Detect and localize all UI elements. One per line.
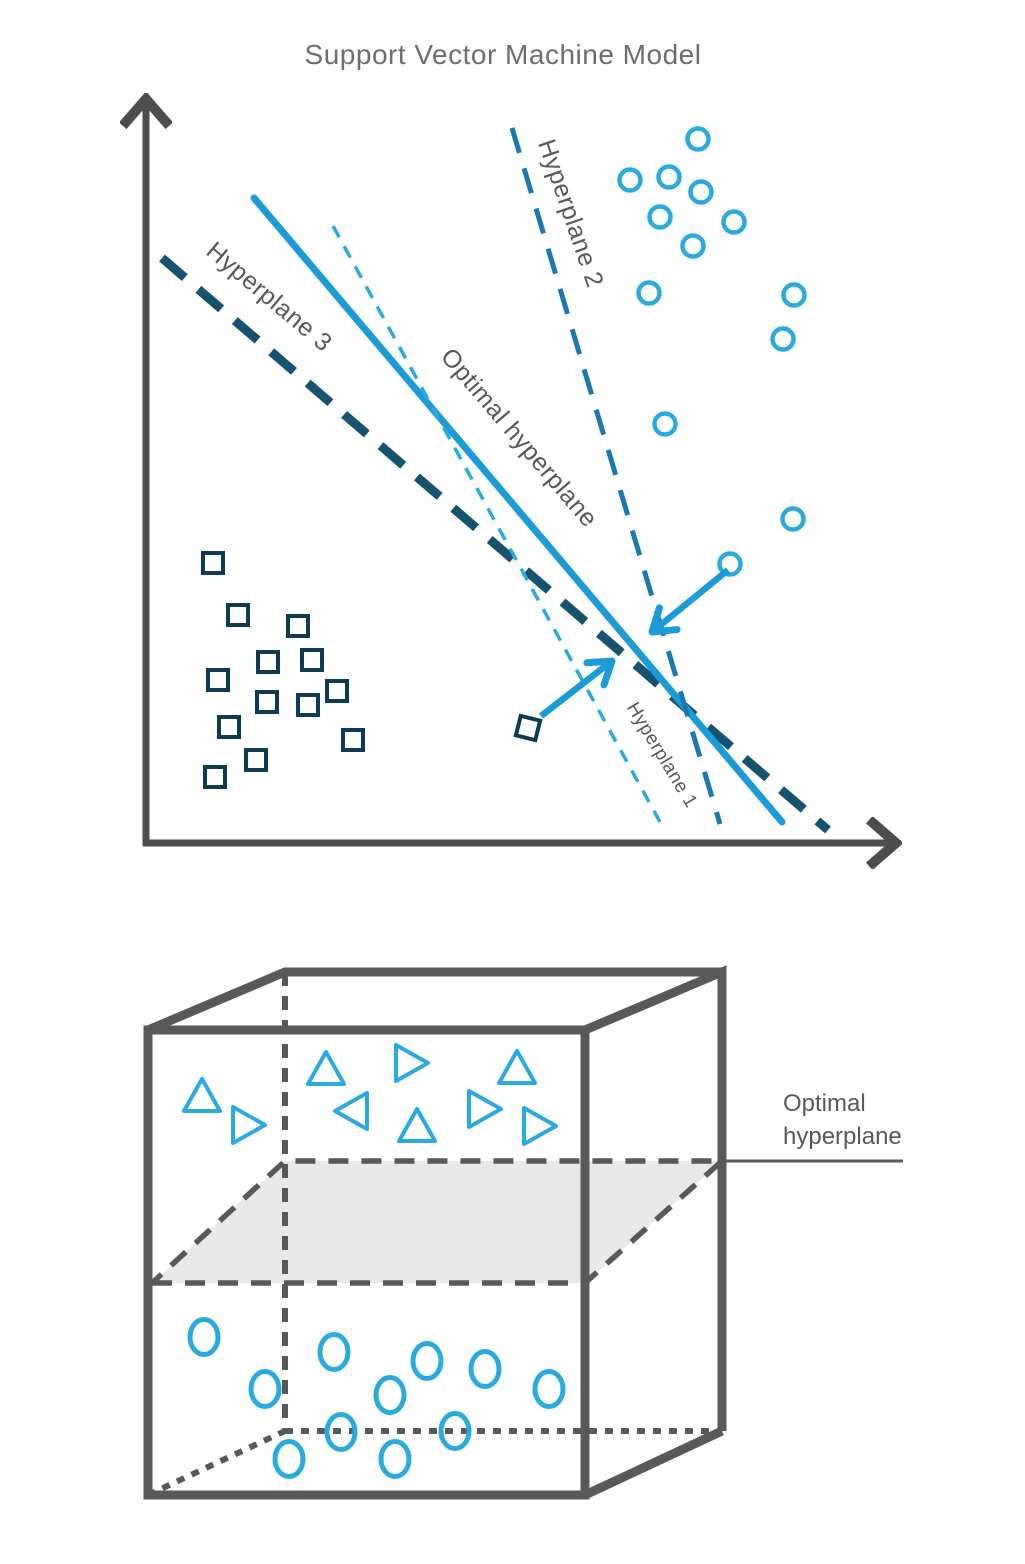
feature-space-cube bbox=[143, 965, 903, 1500]
class-a-point bbox=[617, 167, 643, 193]
class-b-point bbox=[201, 551, 225, 575]
class-b-point bbox=[206, 668, 230, 692]
circle-point-3d bbox=[373, 1375, 407, 1415]
class-b-point bbox=[341, 728, 365, 752]
circle-point-3d bbox=[378, 1439, 412, 1479]
cube-front-face bbox=[143, 1025, 590, 1500]
triangle-point-up bbox=[497, 1049, 537, 1085]
class-b-point bbox=[226, 603, 250, 627]
optimal-hyperplane-3d bbox=[144, 1158, 730, 1286]
circle-point-3d bbox=[410, 1341, 444, 1381]
class-a-point bbox=[780, 506, 806, 532]
hyperplane-1-line bbox=[331, 225, 662, 823]
class-a-point bbox=[685, 126, 711, 152]
class-b-point bbox=[255, 690, 279, 714]
class-a-point bbox=[636, 280, 662, 306]
circle-point-3d bbox=[438, 1411, 472, 1451]
hyperplane-2-label: Hyperplane 2 bbox=[532, 136, 609, 291]
triangle-point-right bbox=[522, 1106, 558, 1146]
circle-point-3d bbox=[324, 1412, 358, 1452]
class-a-point bbox=[656, 164, 682, 190]
class-a-point bbox=[688, 179, 714, 205]
class-a-point bbox=[781, 282, 807, 308]
axes bbox=[143, 99, 896, 846]
class-b-point bbox=[217, 715, 241, 739]
hyperplane-3-line bbox=[159, 254, 831, 834]
triangle-point-left bbox=[333, 1091, 369, 1131]
optimal-hyperplane-line bbox=[250, 194, 786, 826]
support-vector-arrows bbox=[539, 567, 731, 719]
class-a-point bbox=[647, 204, 673, 230]
circle-point-3d bbox=[248, 1369, 282, 1409]
data-points-3d bbox=[182, 1043, 566, 1479]
circle-point-3d bbox=[272, 1439, 306, 1479]
triangle-point-right bbox=[394, 1043, 430, 1083]
class-b-point bbox=[296, 693, 320, 717]
class-a-point bbox=[680, 233, 706, 259]
circle-point-3d bbox=[468, 1349, 502, 1389]
data-points-2d bbox=[201, 126, 807, 789]
class-b-point bbox=[325, 679, 349, 703]
diagram-title: Support Vector Machine Model bbox=[305, 39, 702, 70]
class-a-point bbox=[721, 209, 747, 235]
support-vector-arrow-square bbox=[539, 657, 616, 719]
triangle-point-up bbox=[397, 1107, 437, 1143]
hyperplane-lines bbox=[159, 127, 831, 834]
circle-point-3d bbox=[317, 1332, 351, 1372]
class-b-point bbox=[300, 648, 324, 672]
hyperplane-3-label: Hyperplane 3 bbox=[201, 236, 338, 357]
triangle-point-right bbox=[231, 1105, 267, 1145]
class-a-point bbox=[652, 411, 678, 437]
triangle-point-up bbox=[306, 1050, 346, 1086]
circle-point-3d bbox=[187, 1317, 221, 1357]
circle-point-3d bbox=[532, 1369, 566, 1409]
class-b-point bbox=[256, 650, 280, 674]
class-a-point bbox=[717, 551, 743, 577]
support-vector-square bbox=[513, 713, 543, 743]
cube-hidden-bottom-edges bbox=[146, 1428, 722, 1498]
triangle-point-up bbox=[182, 1077, 222, 1113]
optimal-hyperplane-3d-label-line1: Optimal bbox=[783, 1090, 866, 1117]
triangle-point-right bbox=[467, 1089, 503, 1129]
class-b-point bbox=[203, 765, 227, 789]
class-b-point bbox=[244, 748, 268, 772]
support-vector-arrow-circle bbox=[648, 567, 731, 636]
class-b-point bbox=[286, 614, 310, 638]
class-a-point bbox=[770, 326, 796, 352]
hyperplane-2-line bbox=[509, 127, 723, 825]
optimal-hyperplane-3d-label-line2: hyperplane bbox=[783, 1123, 902, 1150]
